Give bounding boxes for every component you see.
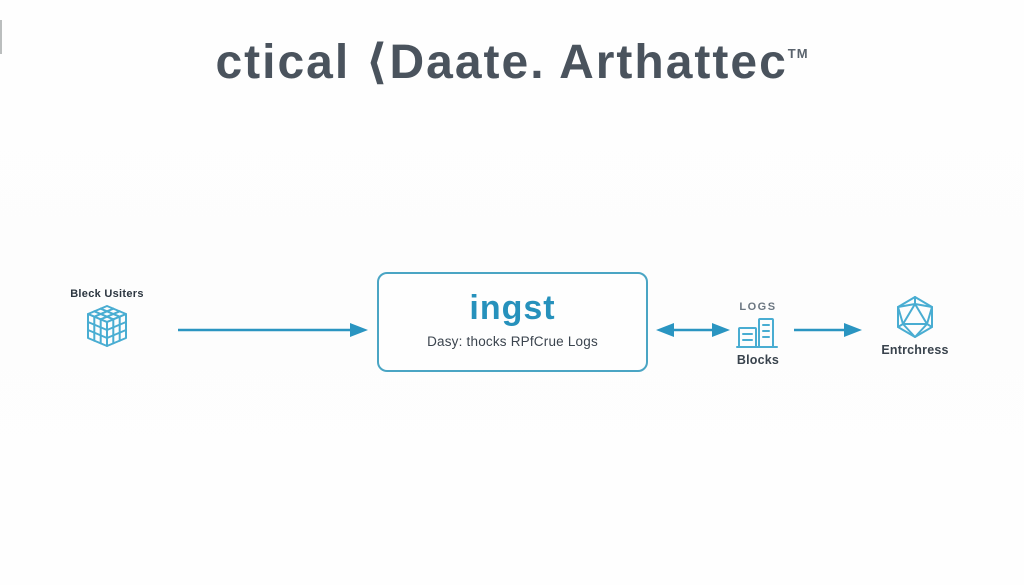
logs-node-top-label: LOGS [739,301,777,313]
source-node: Bleck Usiters [59,288,155,348]
polyhedron-icon [873,295,957,339]
ingest-box: ingst Dasy: thocks RPfCrue Logs [377,272,648,372]
logs-node-bottom-label: Blocks [736,353,780,367]
ingest-box-title: ingst [469,289,556,327]
arrow-ingest-logs-bidirectional [656,320,730,340]
edge-artifact [0,20,2,54]
page-title-text: ctical ⟨Daate. Arthattec [215,36,788,89]
arrow-source-to-ingest [176,320,368,340]
ingest-box-subtitle: Dasy: thocks RPfCrue Logs [427,334,598,349]
source-node-label: Bleck Usiters [70,288,144,300]
page-title: ctical ⟨Daate. ArthattecTM [0,34,1024,90]
blocks-buildings-icon [722,317,794,349]
logs-node: LOGS Blocks [722,301,794,367]
trademark-superscript: TM [787,45,809,61]
target-node-label: Entrchress [881,343,949,357]
target-node: Entrchress [873,295,957,357]
cube-grid-icon [59,304,155,348]
arrow-logs-to-target [792,320,862,340]
